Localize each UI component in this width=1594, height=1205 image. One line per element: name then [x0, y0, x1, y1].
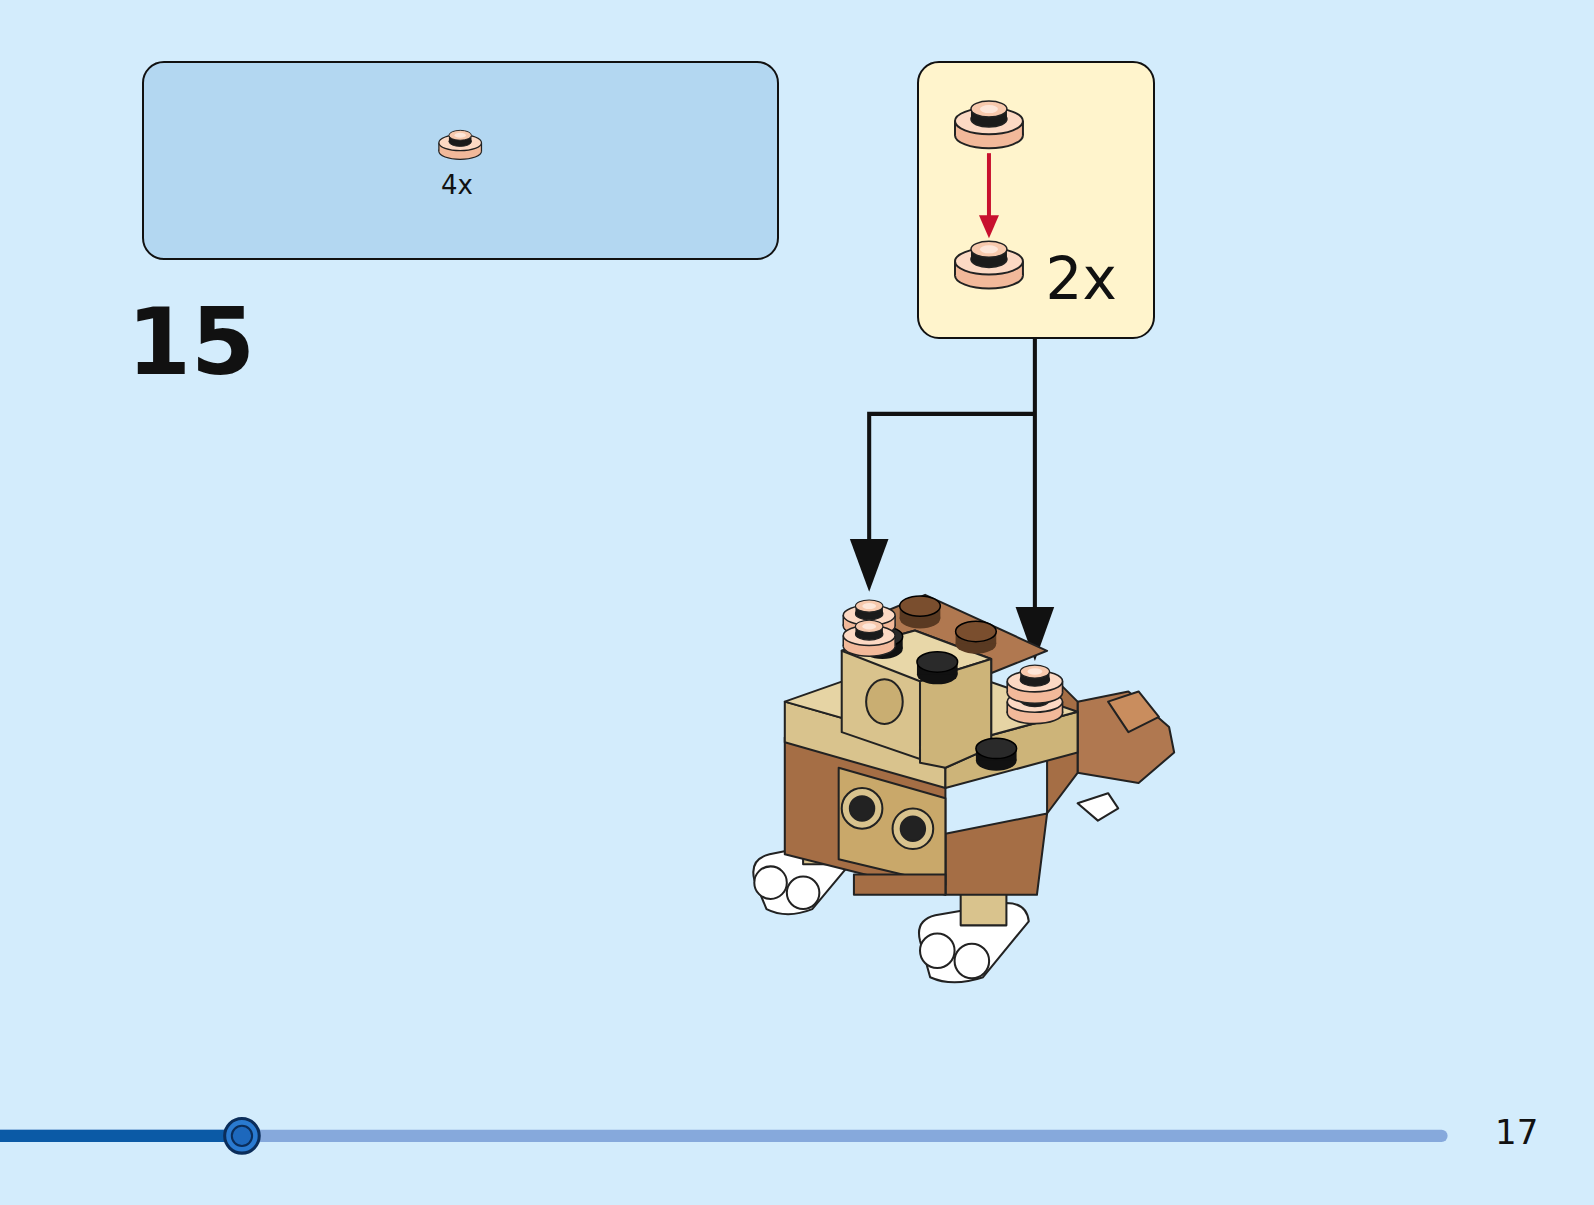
- part-icon: [919, 63, 1153, 337]
- callout-box: 2x: [917, 61, 1155, 339]
- step-number: 15: [127, 297, 255, 389]
- quantity-label: 4x: [441, 172, 473, 198]
- part-icon: [144, 63, 776, 258]
- page-number: 17: [1495, 1115, 1538, 1149]
- quantity-label: 2x: [1046, 250, 1117, 308]
- parts-box: 4x: [142, 61, 778, 260]
